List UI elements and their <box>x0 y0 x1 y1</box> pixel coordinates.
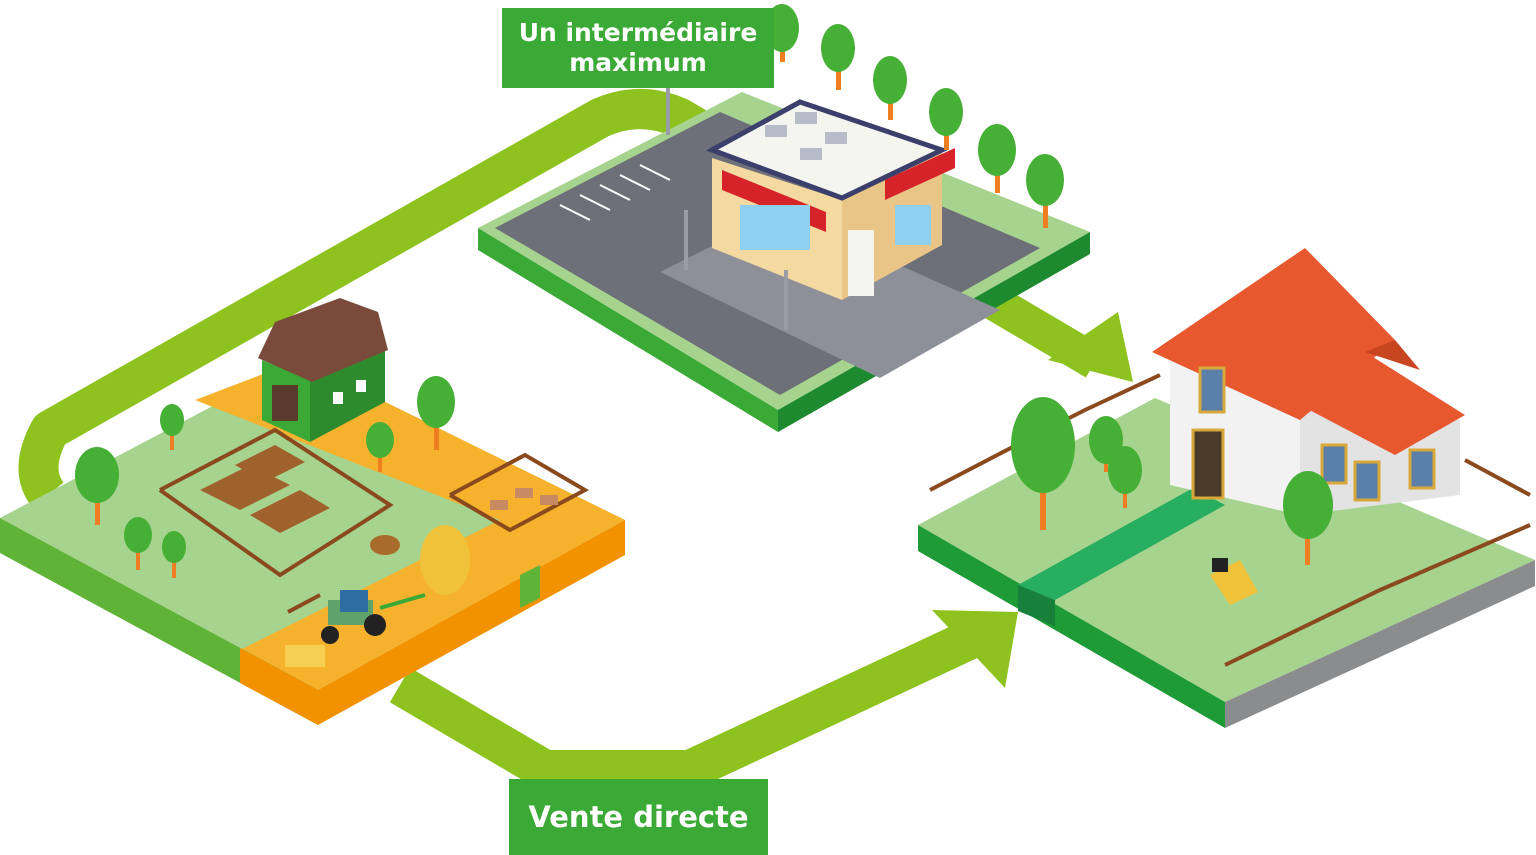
arrow-farm-to-home-head <box>932 610 1018 688</box>
farm-trees <box>75 376 455 578</box>
barn-door <box>272 385 298 421</box>
lawn-mower <box>1210 558 1258 605</box>
farm-platform-left-orange <box>240 648 318 725</box>
label-intermediary: Un intermédiaire maximum <box>502 8 774 88</box>
flow-arrows <box>18 89 1133 790</box>
tractor-wheel-big <box>364 614 386 636</box>
home-platform-left <box>918 525 1225 728</box>
hay-bales <box>285 645 325 667</box>
home-path <box>1018 488 1225 600</box>
farm-scene <box>0 298 625 725</box>
farm-platform-right <box>318 520 625 725</box>
barn <box>258 298 388 442</box>
house-window-side-2 <box>1353 460 1381 502</box>
tractor-wheel-small <box>321 626 339 644</box>
shop-scene <box>478 4 1090 432</box>
crop-beds <box>200 445 330 533</box>
home-path-side <box>1018 585 1055 626</box>
haystack <box>420 525 470 595</box>
house-window-side-1 <box>1320 443 1348 485</box>
home-platform-right <box>1225 560 1535 728</box>
barn-roof <box>258 298 388 382</box>
house-roof-shadow <box>1365 340 1420 370</box>
shop-platform-left <box>478 228 778 432</box>
roof-vents <box>765 112 847 160</box>
shop-door <box>848 230 874 296</box>
home-trees <box>1011 397 1333 565</box>
parking-lines <box>559 164 671 221</box>
house-door <box>1191 428 1225 500</box>
farm-platform-top <box>0 360 625 690</box>
tractor <box>321 590 426 644</box>
shop-building <box>705 99 955 300</box>
street-lamps <box>666 80 788 330</box>
plough <box>379 593 426 610</box>
shop-trees <box>765 4 1064 228</box>
barn-window-2 <box>356 380 366 392</box>
mower-seat <box>1212 558 1228 572</box>
label-direct-sale: Vente directe <box>509 779 768 855</box>
arrow-farm-to-home <box>389 611 999 790</box>
shop-awning-right <box>885 148 955 200</box>
house-window-side-3 <box>1408 448 1436 490</box>
arrow-farm-to-shop <box>18 89 721 508</box>
barn-window <box>333 392 343 404</box>
tractor-cab <box>340 590 368 612</box>
shop-window-left <box>740 205 810 250</box>
house-window-upper <box>1198 366 1226 414</box>
house-roof-annex <box>1300 352 1465 455</box>
farm-platform-left <box>0 518 318 725</box>
farm-field <box>195 360 625 690</box>
barn-wall-side <box>310 345 385 442</box>
arrow-shop-to-home-head <box>1048 312 1133 382</box>
house <box>1152 248 1465 515</box>
hay-roll <box>370 535 400 555</box>
shop-window-right <box>895 205 931 245</box>
home-scene <box>918 248 1535 728</box>
crop-fence <box>158 427 590 614</box>
home-platform-top <box>918 398 1535 702</box>
cows <box>490 488 558 510</box>
farm-platform-right-green <box>520 565 540 608</box>
hay <box>285 525 470 667</box>
